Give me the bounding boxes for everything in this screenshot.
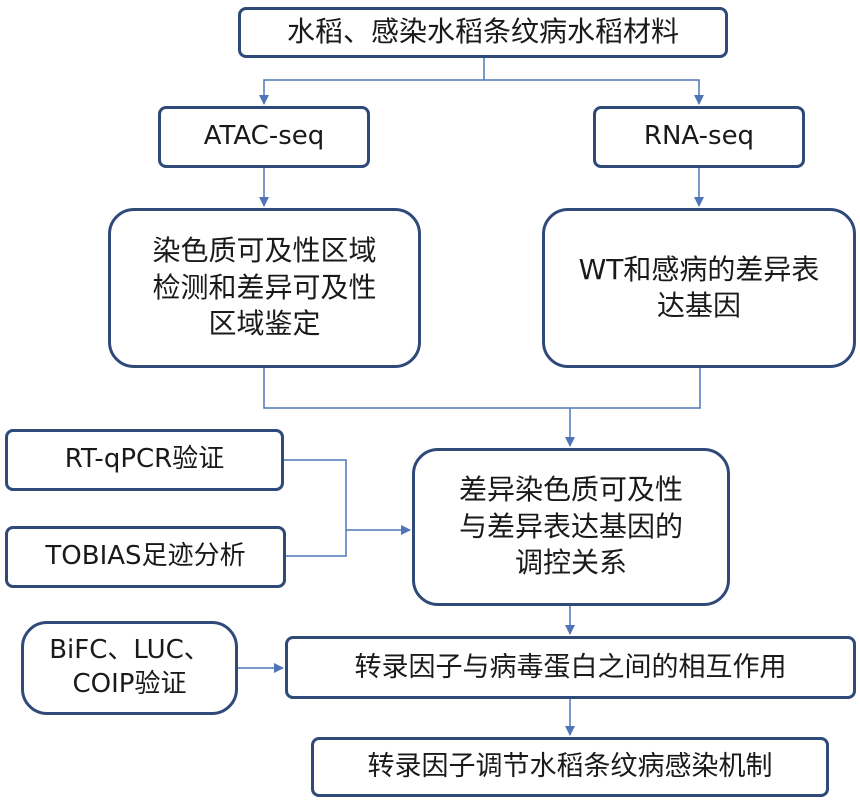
rna-seq-box: RNA-seq <box>593 106 805 168</box>
rt-qpcr-box: RT-qPCR验证 <box>5 429 284 491</box>
bifc-luc-coip-label: BiFC、LUC、 COIP验证 <box>49 635 210 699</box>
rt-qpcr-label: RT-qPCR验证 <box>64 444 225 475</box>
bifc-luc-coip-box: BiFC、LUC、 COIP验证 <box>21 621 238 715</box>
rna-seq-label: RNA-seq <box>643 121 755 152</box>
mechanism-label: 转录因子调节水稻条纹病感染机制 <box>367 751 773 783</box>
materials-box: 水稻、感染水稻条纹病水稻材料 <box>238 7 728 58</box>
atac-seq-box: ATAC-seq <box>158 106 370 168</box>
tobias-label: TOBIAS足迹分析 <box>45 541 246 572</box>
deg-box: WT和感病的差异表 达基因 <box>542 208 856 368</box>
materials-label: 水稻、感染水稻条纹病水稻材料 <box>286 15 679 49</box>
connector-rtqpcr <box>284 459 347 530</box>
chromatin-accessibility-label: 染色质可及性区域 检测和差异可及性 区域鉴定 <box>152 234 377 341</box>
regulation-box: 差异染色质可及性 与差异表达基因的 调控关系 <box>412 448 730 606</box>
tobias-box: TOBIAS足迹分析 <box>5 526 286 588</box>
regulation-label: 差异染色质可及性 与差异表达基因的 调控关系 <box>458 473 683 580</box>
connector-chromatin-merge <box>263 368 701 409</box>
mechanism-box: 转录因子调节水稻条纹病感染机制 <box>311 737 829 797</box>
chromatin-accessibility-box: 染色质可及性区域 检测和差异可及性 区域鉴定 <box>108 208 421 368</box>
interaction-box: 转录因子与病毒蛋白之间的相互作用 <box>285 636 856 699</box>
deg-label: WT和感病的差异表 达基因 <box>578 252 820 322</box>
interaction-label: 转录因子与病毒蛋白之间的相互作用 <box>354 651 787 683</box>
arrow-materials-to-rna <box>484 79 704 105</box>
atac-seq-label: ATAC-seq <box>203 121 325 152</box>
connector-tobias <box>286 530 347 557</box>
arrow-materials-to-atac <box>259 79 484 105</box>
